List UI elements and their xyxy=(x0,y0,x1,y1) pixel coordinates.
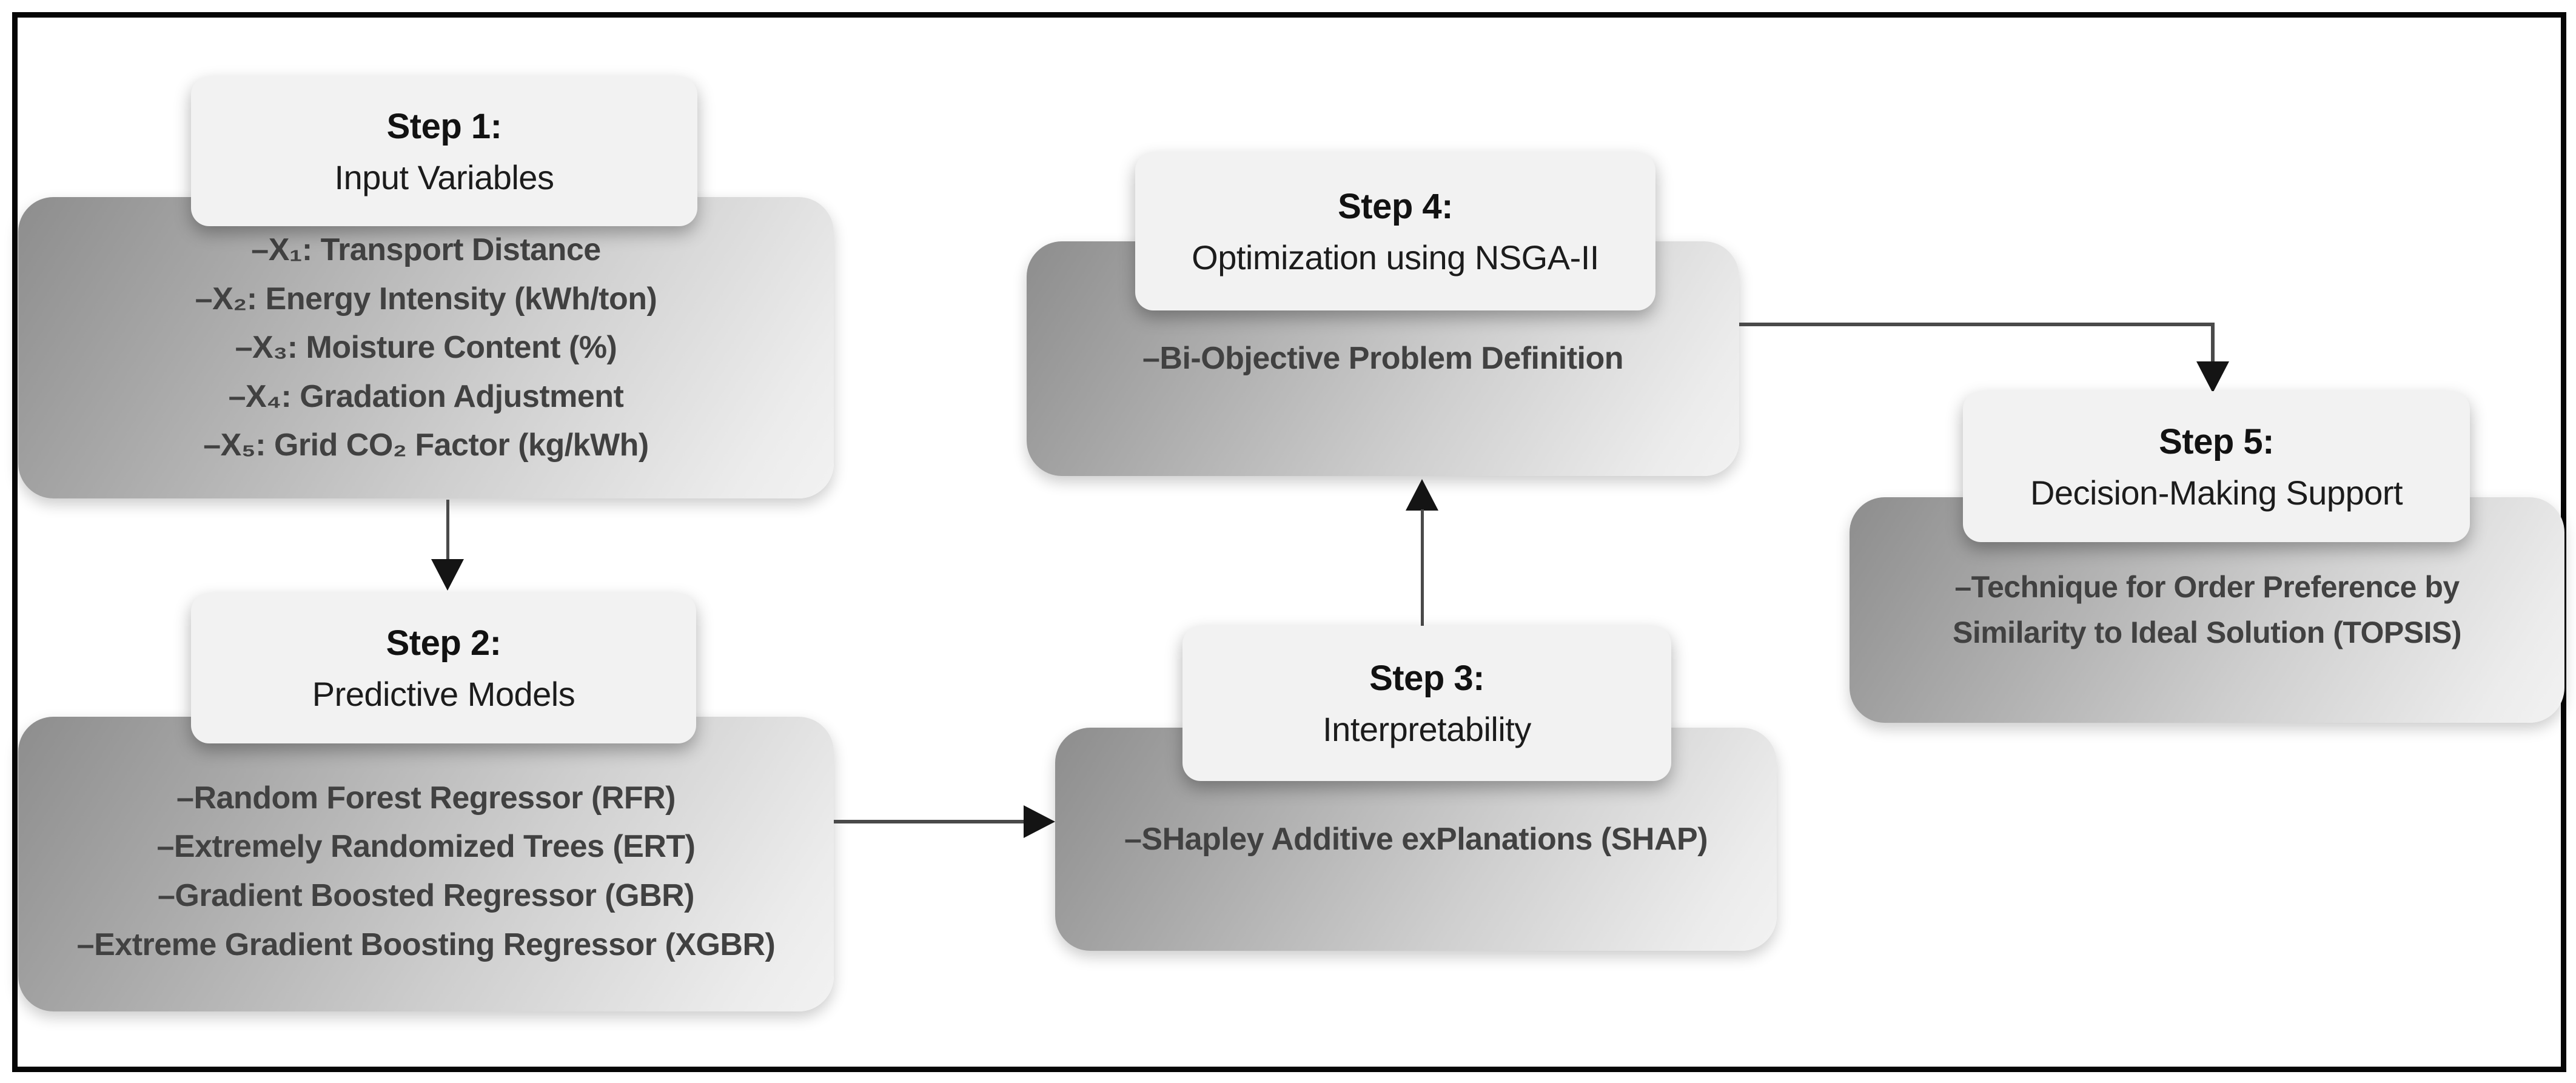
arrowhead-right-icon xyxy=(1024,805,1055,838)
flow-item: –X₁: Transport Distance xyxy=(251,232,601,268)
step-2-items: –Random Forest Regressor (RFR) –Extremel… xyxy=(77,774,776,969)
flow-item: –X₄: Gradation Adjustment xyxy=(228,378,624,414)
step-label: Step 2: xyxy=(386,623,501,663)
step-1-body: –X₁: Transport Distance –X₂: Energy Inte… xyxy=(18,197,834,498)
flow-item: –X₂: Energy Intensity (kWh/ton) xyxy=(195,281,657,317)
step-3-items: –SHapley Additive exPlanations (SHAP) xyxy=(1124,815,1708,864)
step-4-title: Step 4: Optimization using NSGA-II xyxy=(1135,152,1655,310)
flow-item: –X₅: Grid CO₂ Factor (kg/kWh) xyxy=(203,428,649,463)
flow-item: –SHapley Additive exPlanations (SHAP) xyxy=(1124,821,1708,857)
step-name: Decision-Making Support xyxy=(2030,473,2403,512)
flow-item: –Technique for Order Preference by Simil… xyxy=(1952,570,2462,649)
step-2-title: Step 2: Predictive Models xyxy=(191,593,696,743)
flow-item: –Gradient Boosted Regressor (GBR) xyxy=(158,878,695,913)
step-3-title: Step 3: Interpretability xyxy=(1182,626,1671,781)
step-name: Predictive Models xyxy=(312,675,575,713)
flow-item: –Extremely Randomized Trees (ERT) xyxy=(156,829,696,865)
arrowhead-down-icon xyxy=(431,559,464,591)
flow-item: –X₃: Moisture Content (%) xyxy=(235,330,617,366)
step-label: Step 5: xyxy=(2159,421,2274,461)
step-5-items: –Technique for Order Preference by Simil… xyxy=(1898,565,2517,656)
arrow-line xyxy=(446,500,449,562)
step-label: Step 4: xyxy=(1338,186,1453,226)
step-name: Optimization using NSGA-II xyxy=(1192,238,1599,277)
arrowhead-up-icon xyxy=(1406,479,1438,511)
step-4-items: –Bi-Objective Problem Definition xyxy=(1142,334,1624,383)
step-label: Step 1: xyxy=(386,106,502,146)
arrow-line xyxy=(2211,323,2215,363)
arrow-line xyxy=(1739,323,2215,326)
arrow-line xyxy=(1421,509,1424,627)
step-2-body: –Random Forest Regressor (RFR) –Extremel… xyxy=(18,717,834,1011)
step-1-items: –X₁: Transport Distance –X₂: Energy Inte… xyxy=(195,226,657,470)
step-name: Input Variables xyxy=(334,158,554,196)
arrow-line xyxy=(834,820,1025,823)
step-5-title: Step 5: Decision-Making Support xyxy=(1963,391,2470,542)
flow-item: –Bi-Objective Problem Definition xyxy=(1142,341,1624,377)
flow-item: –Random Forest Regressor (RFR) xyxy=(176,780,676,816)
flow-item: –Extreme Gradient Boosting Regressor (XG… xyxy=(76,927,776,962)
step-1-title: Step 1: Input Variables xyxy=(191,76,697,226)
arrowhead-down-icon xyxy=(2196,361,2229,393)
step-name: Interpretability xyxy=(1323,710,1531,748)
step-label: Step 3: xyxy=(1369,659,1484,698)
